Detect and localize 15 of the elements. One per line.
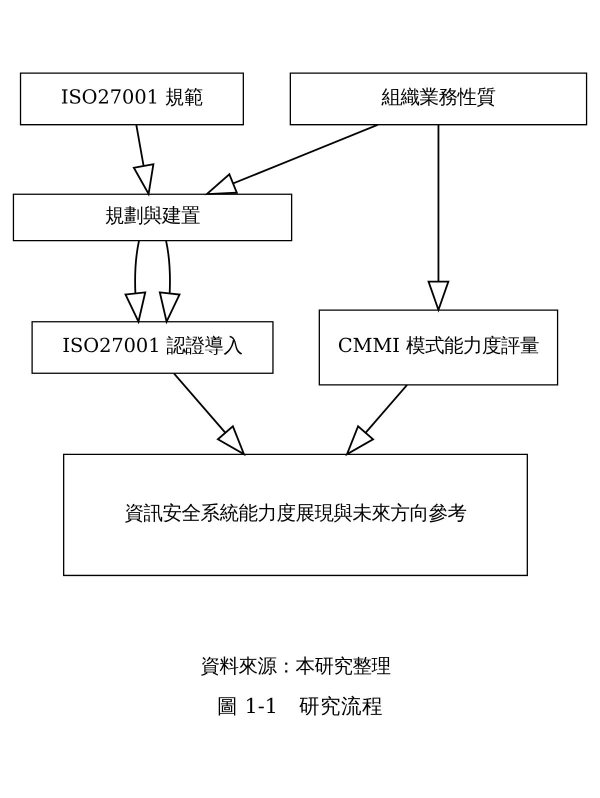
node-box: 規劃與建置 — [12, 194, 292, 242]
arrow — [173, 372, 246, 456]
arrow — [158, 240, 181, 324]
arrow — [124, 240, 146, 324]
node-box: 資訊安全系統能力度展現與未來方向參考 — [63, 454, 528, 576]
arrow — [132, 124, 154, 197]
arrow — [427, 124, 450, 313]
node-box: 組織業務性質 — [290, 72, 588, 126]
label: 資料來源：本研究整理 — [200, 654, 390, 678]
caption: 圖 1-1 研究流程 — [217, 694, 383, 718]
node-box: CMMI 模式能力度評量 — [318, 309, 558, 386]
arrow — [204, 124, 378, 196]
node-box: ISO27001 規範 — [20, 72, 244, 126]
node-box: ISO27001 認證導入 — [31, 321, 274, 374]
arrow — [345, 384, 408, 456]
